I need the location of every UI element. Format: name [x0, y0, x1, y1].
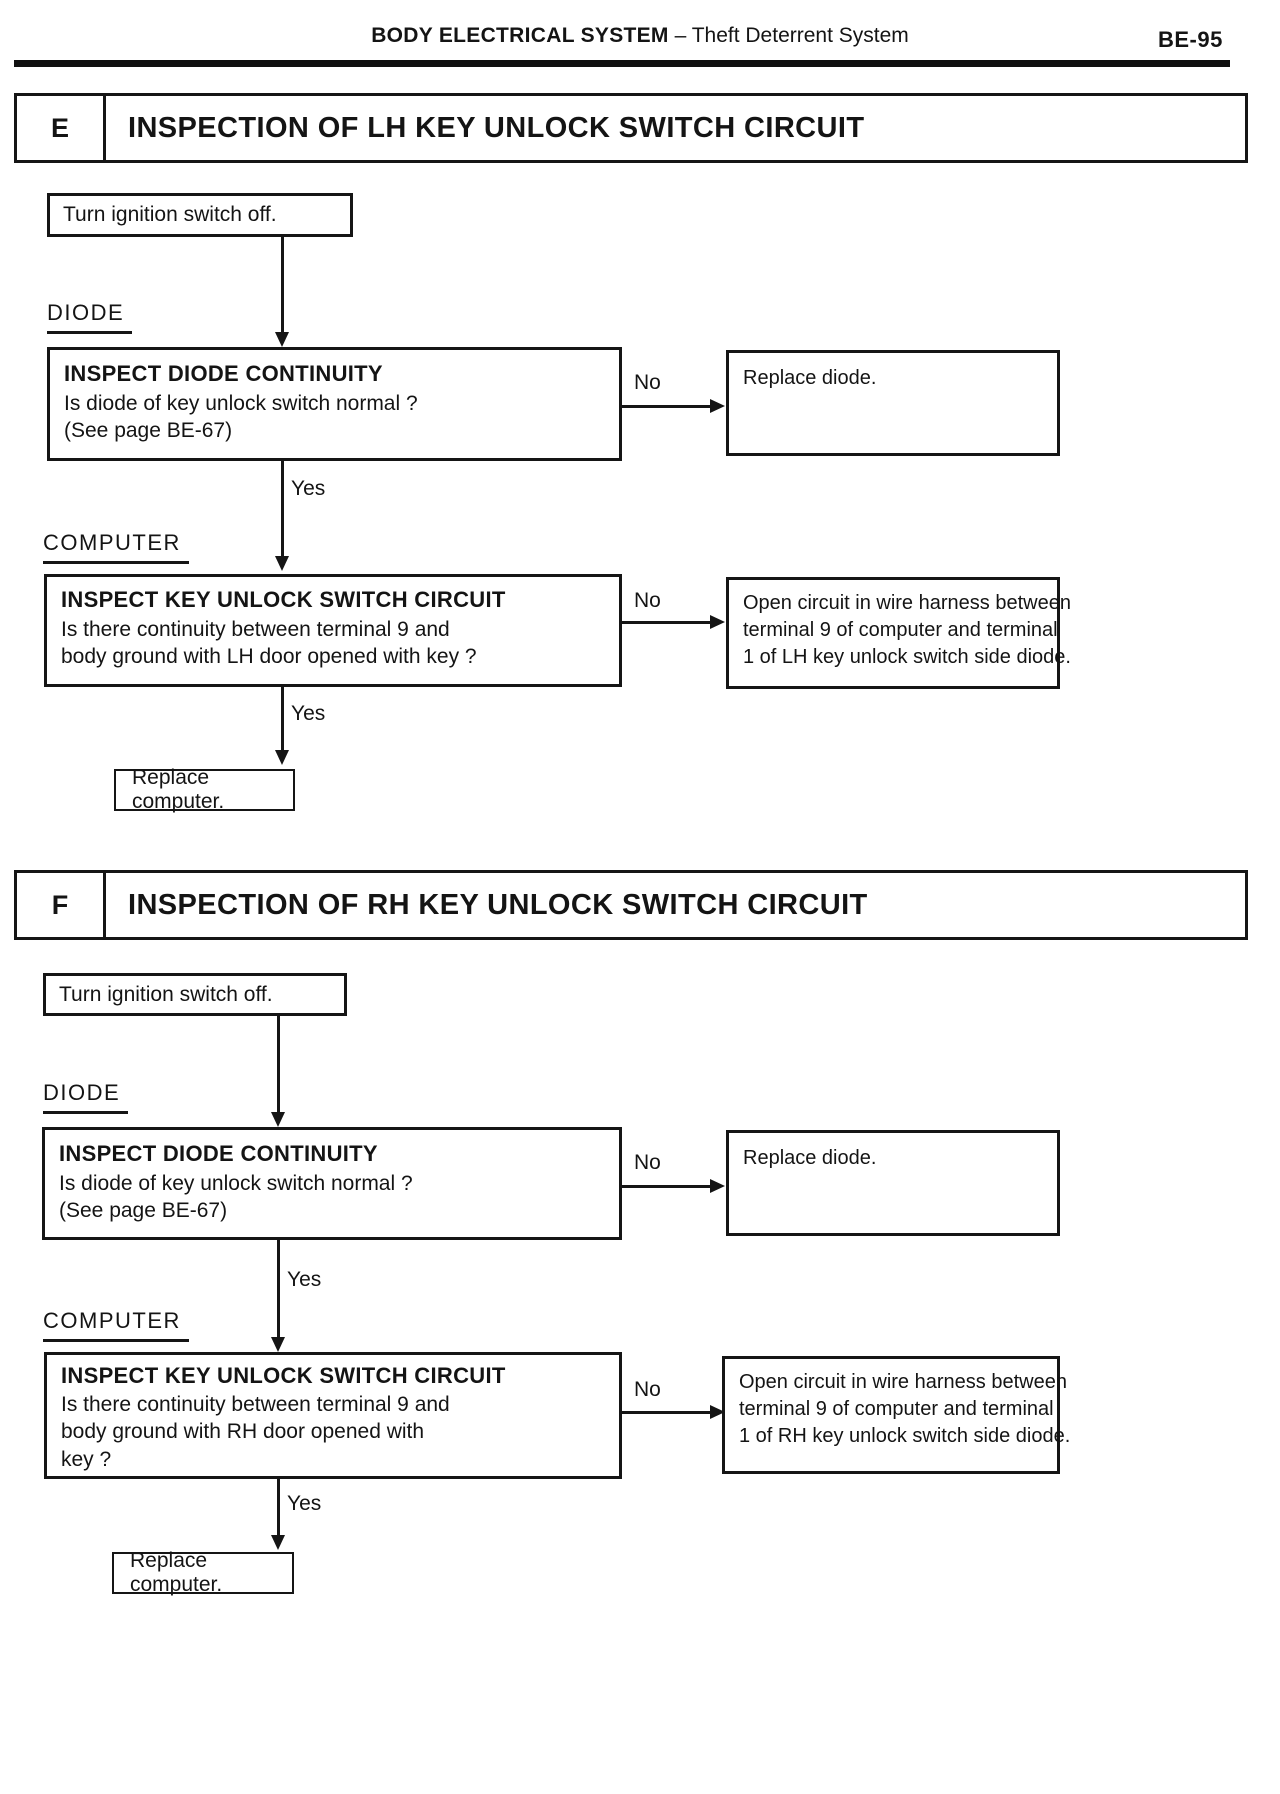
computer-check-line2-e: body ground with LH door opened with key…	[61, 645, 477, 669]
connector-line	[281, 236, 284, 333]
replace-computer-text-f: Replace computer.	[130, 1549, 223, 1596]
replace-computer-text-e: Replace computer.	[132, 766, 225, 813]
flow-start-text-f: Turn ignition switch off.	[59, 982, 273, 1006]
computer-check-box-f: INSPECT KEY UNLOCK SWITCH CIRCUIT Is the…	[44, 1352, 622, 1479]
connector-line	[281, 687, 284, 751]
open-circuit-box-e: Open circuit in wire harness between ter…	[726, 577, 1071, 689]
arrow-right-icon	[710, 615, 725, 629]
section-e-letter: E	[17, 96, 106, 160]
no-label: No	[634, 1378, 661, 1401]
open-circuit-line1-f: Open circuit in wire harness between	[739, 1371, 1067, 1393]
header-subsystem-title: – Theft Deterrent System	[668, 24, 909, 47]
arrow-down-icon	[271, 1535, 285, 1550]
arrow-right-icon	[710, 399, 725, 413]
arrow-down-icon	[271, 1337, 285, 1352]
flow-start-box-e: Turn ignition switch off.	[47, 193, 353, 237]
open-circuit-box-f: Open circuit in wire harness between ter…	[722, 1356, 1071, 1474]
section-e-banner: E INSPECTION OF LH KEY UNLOCK SWITCH CIR…	[14, 93, 1248, 163]
connector-line	[622, 405, 712, 408]
connector-line	[281, 461, 284, 556]
diode-check-line1-f: Is diode of key unlock switch normal ?	[59, 1172, 413, 1195]
computer-check-title-f: INSPECT KEY UNLOCK SWITCH CIRCUIT	[61, 1363, 506, 1388]
open-circuit-line2-e: terminal 9 of computer and terminal	[743, 619, 1058, 641]
flow-start-box-f: Turn ignition switch off.	[43, 973, 347, 1016]
open-circuit-line3-e: 1 of LH key unlock switch side diode.	[743, 646, 1071, 668]
connector-line	[622, 621, 712, 624]
computer-check-line1-e: Is there continuity between terminal 9 a…	[61, 618, 450, 641]
step-label-diode-f: DIODE	[43, 1080, 129, 1114]
computer-check-line3-f: key ?	[61, 1447, 112, 1471]
page-number: BE-95	[1158, 27, 1223, 52]
yes-label: Yes	[287, 1492, 322, 1515]
open-circuit-line3-f: 1 of RH key unlock switch side diode.	[739, 1425, 1071, 1447]
step-label-computer-f: COMPUTER	[43, 1308, 189, 1342]
arrow-down-icon	[275, 332, 289, 347]
replace-diode-text-f: Replace diode.	[743, 1147, 877, 1169]
section-e-title: INSPECTION OF LH KEY UNLOCK SWITCH CIRCU…	[128, 111, 865, 144]
diode-check-box-f: INSPECT DIODE CONTINUITY Is diode of key…	[42, 1127, 622, 1240]
replace-computer-box-e: Replace computer.	[114, 766, 295, 813]
replace-diode-text-e: Replace diode.	[743, 367, 877, 389]
computer-check-line1-f: Is there continuity between terminal 9 a…	[61, 1393, 450, 1416]
replace-diode-box-f: Replace diode.	[726, 1130, 1060, 1236]
connector-line	[622, 1411, 712, 1414]
computer-check-title-e: INSPECT KEY UNLOCK SWITCH CIRCUIT	[61, 587, 506, 612]
computer-check-line2-f: body ground with RH door opened with	[61, 1420, 425, 1444]
diode-check-title-f: INSPECT DIODE CONTINUITY	[59, 1141, 378, 1166]
computer-check-box-e: INSPECT KEY UNLOCK SWITCH CIRCUIT Is the…	[44, 574, 622, 687]
yes-label: Yes	[291, 477, 326, 500]
section-f-title: INSPECTION OF RH KEY UNLOCK SWITCH CIRCU…	[128, 888, 868, 921]
header-rule	[14, 60, 1230, 67]
replace-computer-box-f: Replace computer.	[112, 1549, 294, 1596]
yes-label: Yes	[287, 1268, 322, 1291]
step-label-computer-e: COMPUTER	[43, 530, 189, 564]
connector-line	[277, 1240, 280, 1337]
step-label-diode-e: DIODE	[47, 300, 133, 334]
diode-check-box-e: INSPECT DIODE CONTINUITY Is diode of key…	[47, 347, 622, 461]
no-label: No	[634, 371, 661, 394]
diode-check-line2-e: (See page BE-67)	[64, 419, 233, 443]
connector-line	[622, 1185, 712, 1188]
connector-line	[277, 1479, 280, 1535]
section-f-banner: F INSPECTION OF RH KEY UNLOCK SWITCH CIR…	[14, 870, 1248, 940]
arrow-down-icon	[275, 556, 289, 571]
header-system-title: BODY ELECTRICAL SYSTEM	[371, 24, 669, 47]
diode-check-title-e: INSPECT DIODE CONTINUITY	[64, 361, 383, 386]
arrow-down-icon	[275, 750, 289, 765]
replace-diode-box-e: Replace diode.	[726, 350, 1060, 456]
arrow-down-icon	[271, 1112, 285, 1127]
yes-label: Yes	[291, 702, 326, 725]
arrow-right-icon	[710, 1405, 725, 1419]
diode-check-line2-f: (See page BE-67)	[59, 1199, 228, 1223]
flow-start-text-e: Turn ignition switch off.	[63, 203, 277, 226]
arrow-right-icon	[710, 1179, 725, 1193]
open-circuit-line2-f: terminal 9 of computer and terminal	[739, 1398, 1054, 1420]
no-label: No	[634, 589, 661, 612]
connector-line	[277, 1015, 280, 1112]
open-circuit-line1-e: Open circuit in wire harness between	[743, 592, 1071, 614]
page-header: BODY ELECTRICAL SYSTEM – Theft Deterrent…	[0, 24, 1280, 48]
no-label: No	[634, 1151, 661, 1174]
diode-check-line1-e: Is diode of key unlock switch normal ?	[64, 392, 418, 415]
section-f-letter: F	[17, 873, 106, 937]
